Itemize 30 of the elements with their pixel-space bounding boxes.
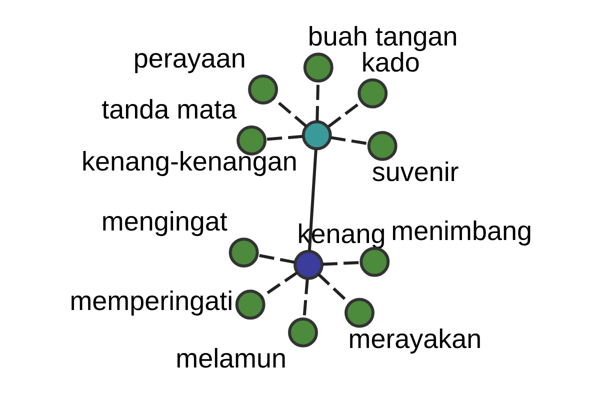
node-label: perayaan: [132, 44, 246, 74]
node-circle: [359, 246, 390, 277]
node-label: melamun: [175, 344, 286, 374]
connector: [272, 97, 307, 128]
connector: [330, 136, 368, 146]
node-label: memperingati: [69, 286, 233, 316]
node-label: kenang-kenangan: [80, 146, 297, 176]
node-label: suvenir: [371, 157, 458, 188]
connector: [256, 254, 295, 264]
node-circle: [301, 120, 332, 150]
connector: [260, 271, 298, 298]
connector: [322, 260, 360, 266]
node-circle: [228, 238, 258, 268]
connector: [316, 273, 350, 304]
connector: [264, 134, 303, 141]
node-circle: [344, 298, 374, 328]
node-circle: [248, 74, 278, 104]
node-label: tanda mata: [101, 94, 236, 125]
node-circle: [293, 250, 323, 280]
node-label: merayakan: [348, 324, 482, 354]
node-label: mengingat: [100, 206, 227, 237]
node-circle: [366, 130, 397, 161]
node-circle: [234, 290, 265, 320]
node-label: buah tangan: [307, 22, 458, 52]
node-circle: [288, 317, 318, 348]
node-label: menimbang: [390, 216, 532, 246]
node-circle: [357, 78, 388, 108]
connector: [302, 279, 308, 318]
node-circle: [302, 52, 333, 83]
connector: [307, 149, 317, 251]
